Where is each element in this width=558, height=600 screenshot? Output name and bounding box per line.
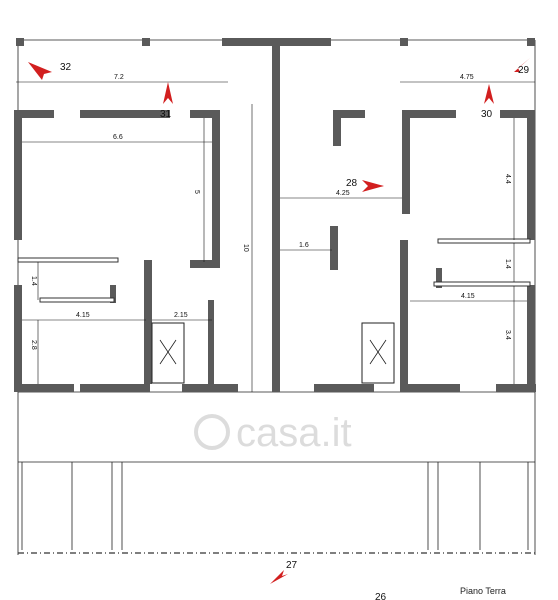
marker-28-label: 28 [346,178,358,189]
left-shelves [17,257,119,303]
dim-corridor-width: 1.6 [299,242,309,249]
view-marker-32: 32 [28,62,72,80]
left-room-walls [14,110,238,392]
dim-right-upper-height: 4.4 [504,174,511,184]
marker-26-label: 26 [375,592,387,600]
stair-right [361,322,395,384]
dim-right-mid-height: 1.4 [504,259,511,269]
dim-left-lower-small: 1.4 [30,276,37,286]
central-wall [272,40,280,392]
marker-32-label: 32 [60,62,72,73]
dim-stair-width: 2.15 [174,312,188,319]
view-marker-29: 29 [514,58,530,76]
dim-left-lower-width: 4.15 [76,312,90,319]
watermark: casa.it [194,411,352,455]
dim-top-left: 7.2 [114,74,124,81]
dim-left-room-height: 5 [193,190,200,194]
dim-center-room-width: 4.25 [336,190,350,197]
foundations [18,462,535,554]
dim-left-bottom-height: 2.8 [30,340,37,350]
right-shelves [433,238,531,287]
view-marker-26: 26 [375,592,387,600]
stair-left [151,322,185,384]
dim-top-right: 4.75 [460,74,474,81]
marker-30-label: 30 [481,109,493,120]
drawing-title: Piano Terra [460,586,506,596]
view-marker-28: 28 [346,178,384,192]
view-marker-31: 31 [160,82,173,120]
marker-31-label: 31 [160,109,172,120]
marker-29-label: 29 [518,65,530,76]
dimension-lines [16,81,535,392]
view-marker-30: 30 [481,84,494,120]
watermark-text: casa.it [236,411,352,455]
marker-27-label: 27 [286,560,298,571]
dim-center-height: 10 [242,244,249,252]
right-room-walls [314,110,536,392]
dim-left-room-width: 6.6 [113,134,123,141]
dim-right-bottom-height: 3.4 [504,330,511,340]
dim-right-lower-width: 4.15 [461,293,475,300]
view-marker-27: 27 [270,560,298,584]
